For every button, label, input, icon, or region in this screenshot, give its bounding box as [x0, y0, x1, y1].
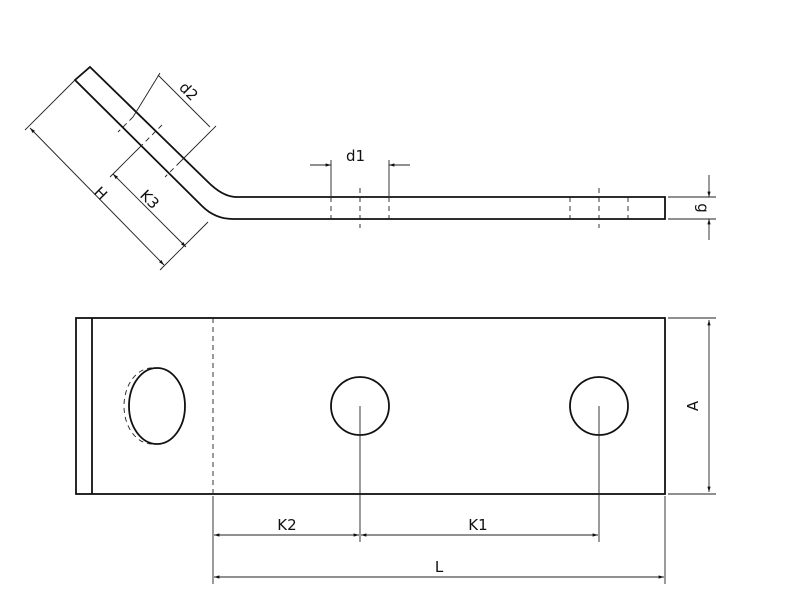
- label-H: H: [90, 183, 111, 204]
- label-K3: K3: [136, 186, 162, 212]
- side-view: d1 g d2 H K3: [24, 65, 716, 271]
- label-K2: K2: [277, 516, 296, 534]
- label-L: L: [435, 558, 444, 576]
- label-K1: K1: [468, 516, 487, 534]
- label-A: A: [684, 400, 702, 411]
- front-view: A K2 K1 L: [75, 317, 716, 584]
- label-g: g: [694, 203, 712, 213]
- label-d2: d2: [175, 78, 201, 104]
- label-d1: d1: [346, 147, 365, 165]
